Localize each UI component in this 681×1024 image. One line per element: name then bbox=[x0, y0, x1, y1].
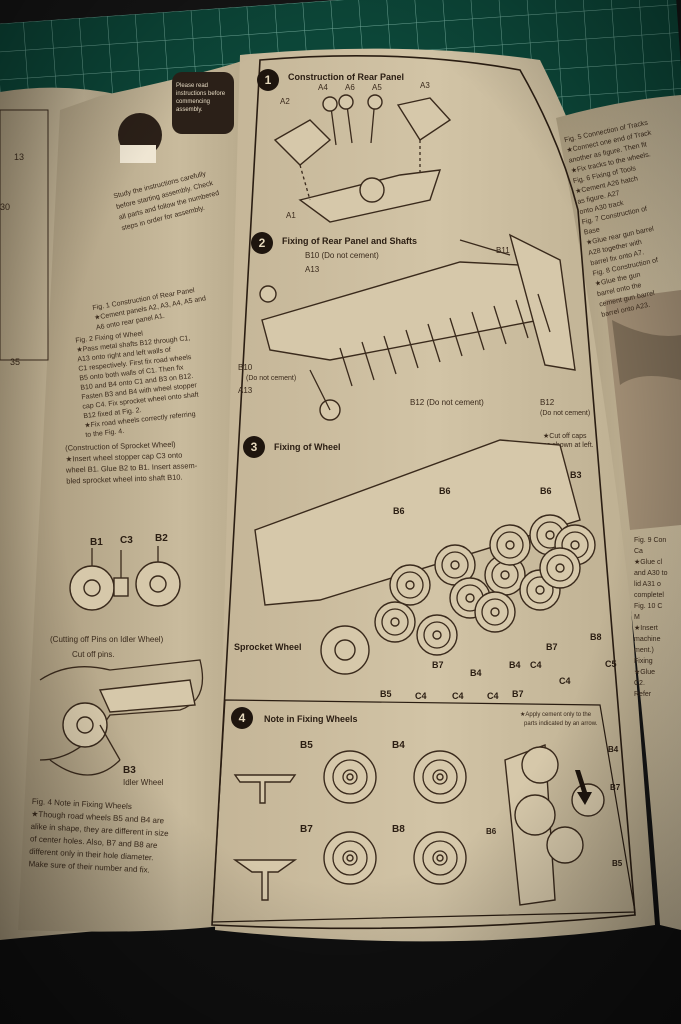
right-text-line: Ca bbox=[634, 548, 643, 555]
part-label: B3 bbox=[570, 470, 582, 480]
road-wheel-hub bbox=[555, 563, 565, 573]
road-wheel-hub bbox=[390, 617, 400, 627]
road-wheel-hub bbox=[465, 593, 475, 603]
road-wheel-hub bbox=[432, 630, 442, 640]
wheel-label: B8 bbox=[392, 824, 405, 835]
right-text-line: Fixing bbox=[634, 658, 653, 665]
part-label: C4 bbox=[452, 691, 464, 701]
wheel-face-hole bbox=[436, 854, 444, 862]
right-text-line: lid A31 o bbox=[634, 581, 661, 588]
part-label: B6 bbox=[393, 506, 405, 516]
margin-number: 30 bbox=[0, 202, 10, 212]
wheel-face-hole bbox=[436, 773, 444, 781]
step-number: 1 bbox=[265, 73, 272, 87]
part-label: B7 bbox=[512, 689, 524, 699]
right-text-line: ★Glue bbox=[634, 668, 655, 676]
part-label: B7 bbox=[546, 642, 558, 652]
margin-number: 13 bbox=[14, 152, 24, 162]
cut-off-pins-label: Cut off pins. bbox=[72, 650, 115, 659]
part-label: B11 bbox=[496, 246, 510, 255]
right-text-line: ment.) bbox=[634, 647, 654, 654]
part-label: B12 (Do not cement) bbox=[410, 398, 484, 407]
part-label: B6 bbox=[540, 486, 552, 496]
worker-illustration bbox=[118, 113, 162, 163]
part-label: B6 bbox=[486, 827, 497, 836]
part-label: C4 bbox=[530, 660, 542, 670]
margin-number: 35 bbox=[10, 357, 20, 367]
part-label: C5 bbox=[605, 659, 617, 669]
cap-c3 bbox=[113, 577, 129, 597]
part-label: A2 bbox=[280, 97, 290, 106]
right-text-line: M bbox=[634, 614, 640, 621]
step-number: 2 bbox=[259, 236, 266, 250]
step-note: parts indicated by an arrow. bbox=[524, 721, 598, 727]
sprocket-label: Sprocket Wheel bbox=[234, 642, 302, 652]
road-wheel-hub bbox=[545, 530, 555, 540]
part-label: B5 bbox=[612, 859, 623, 868]
part-label: B4 bbox=[509, 660, 521, 670]
wheel-label: B5 bbox=[300, 740, 313, 751]
part-label: B7 bbox=[432, 660, 444, 670]
part-label: C4 bbox=[559, 676, 571, 686]
right-text-line: ★Insert bbox=[634, 624, 658, 632]
step-title: Fixing of Rear Panel and Shafts bbox=[282, 236, 417, 246]
part-label: B7 bbox=[610, 783, 621, 792]
part-label: B1 bbox=[90, 537, 103, 548]
part-label: A5 bbox=[372, 83, 382, 92]
part-label: A13 bbox=[238, 386, 253, 395]
road-wheel-hub bbox=[570, 540, 580, 550]
right-text-line: and A30 to bbox=[634, 570, 668, 577]
step-title: Fixing of Wheel bbox=[274, 442, 341, 452]
part-label: B12 bbox=[540, 398, 555, 407]
step-number: 3 bbox=[251, 440, 258, 454]
part-label: B10 (Do not cement) bbox=[305, 251, 379, 260]
road-wheel-hub bbox=[450, 560, 460, 570]
part-label: C3 bbox=[120, 535, 133, 546]
part-label: B6 bbox=[439, 486, 451, 496]
wheel-face-hole bbox=[346, 773, 354, 781]
right-text-line: Fig. 10 C bbox=[634, 603, 662, 610]
right-text-line: C2. bbox=[634, 680, 645, 687]
part-label: B2 bbox=[155, 533, 168, 544]
wheel-label: B4 bbox=[392, 740, 405, 751]
part-label: A6 bbox=[345, 83, 355, 92]
right-text-line: completel bbox=[634, 592, 664, 599]
part-label: B8 bbox=[590, 632, 602, 642]
part-note: (Do not cement) bbox=[540, 410, 590, 417]
step-number: 4 bbox=[239, 711, 246, 725]
step-title: Note in Fixing Wheels bbox=[264, 714, 358, 724]
part-label: A3 bbox=[420, 81, 430, 90]
part-label: A4 bbox=[318, 83, 328, 92]
road-wheel-hub bbox=[490, 607, 500, 617]
part-note: (Do not cement) bbox=[246, 375, 296, 382]
part-label: B10 bbox=[238, 363, 253, 372]
part-label: B4 bbox=[608, 745, 619, 754]
road-wheel-hub bbox=[500, 570, 510, 580]
step-title: Construction of Rear Panel bbox=[288, 72, 404, 82]
right-text-line: machine bbox=[634, 636, 661, 643]
road-wheel-hub bbox=[535, 585, 545, 595]
part-label: B5 bbox=[380, 689, 392, 699]
part-label: C4 bbox=[415, 691, 427, 701]
part-label: A1 bbox=[286, 211, 296, 220]
part-label: C4 bbox=[487, 691, 499, 701]
idler-axle-a13 bbox=[259, 285, 277, 303]
bubble-text: Please read instructions before commenci… bbox=[176, 83, 226, 113]
wheel-label: B7 bbox=[300, 824, 313, 835]
right-text-line: Fig. 9 Con bbox=[634, 537, 666, 544]
wheel-face-hole bbox=[346, 854, 354, 862]
right-text-line: ★Glue cl bbox=[634, 558, 663, 566]
road-wheel-hub bbox=[405, 580, 415, 590]
idler-part-label: B3 bbox=[123, 765, 136, 776]
part-label: B4 bbox=[470, 668, 482, 678]
step-note: ★Apply cement only to the bbox=[520, 711, 592, 718]
right-text-line: Refer bbox=[634, 691, 652, 698]
idler-name-label: Idler Wheel bbox=[123, 778, 164, 787]
step-note: ★Cut off caps bbox=[543, 432, 587, 440]
part-label: A13 bbox=[305, 265, 320, 274]
idler-caption: (Cutting off Pins on Idler Wheel) bbox=[50, 635, 164, 644]
road-wheel-hub bbox=[505, 540, 515, 550]
